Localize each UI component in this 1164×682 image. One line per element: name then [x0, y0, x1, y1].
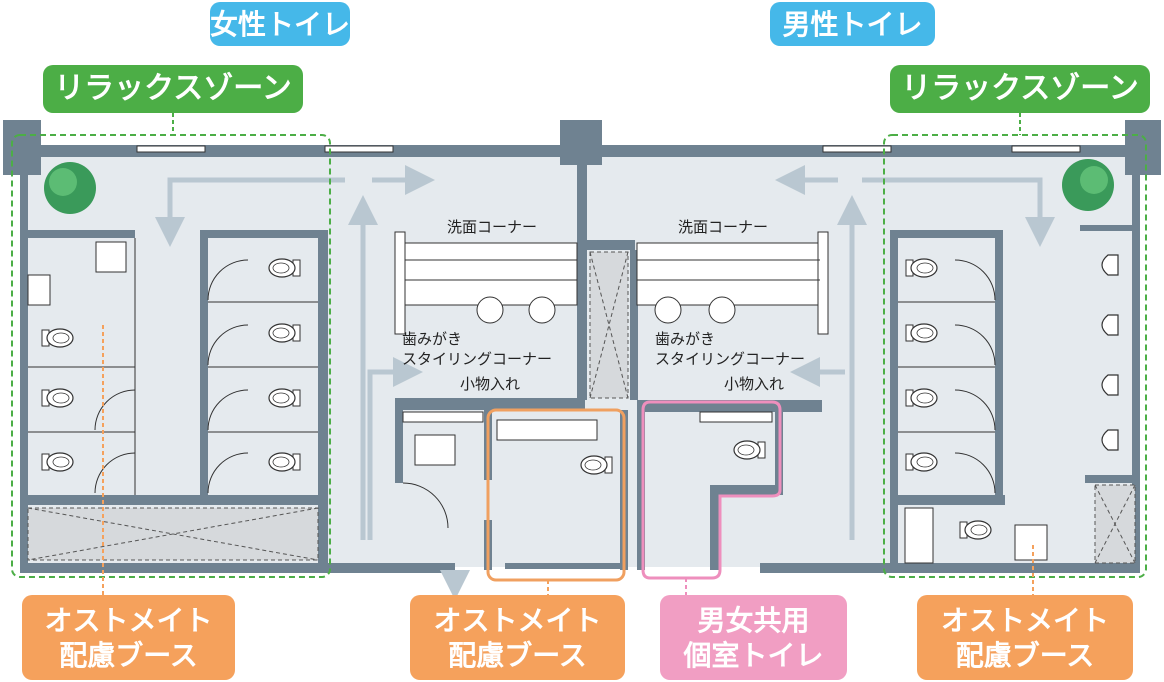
plant-icon — [1062, 159, 1114, 211]
ostomate-booth-label-center: オストメイト配慮ブース — [410, 595, 625, 680]
wash-corner-label-right: 洗面コーナー — [678, 218, 769, 236]
unisex-toilet-area — [641, 400, 782, 580]
relax-zone-left — [11, 134, 331, 578]
relax-zone-label-right: リラックスゾーン — [890, 65, 1150, 113]
relax-zone-label-left: リラックスゾーン — [43, 65, 303, 113]
brushing-corner-label-right: 歯みがきスタイリングコーナー — [655, 330, 806, 368]
men-toilet-label: 男性トイレ — [770, 2, 935, 46]
unisex-toilet-label: 男女共用個室トイレ — [660, 595, 847, 680]
flow-arrows — [155, 165, 1055, 600]
relax-zone-right — [883, 134, 1147, 578]
ostomate-booth-label-left: オストメイト配慮ブース — [22, 595, 235, 680]
brushing-corner-label-left: 歯みがきスタイリングコーナー — [402, 330, 553, 368]
wash-corner-label-left: 洗面コーナー — [447, 218, 538, 236]
ostomate-booth-label-right: オストメイト配慮ブース — [917, 595, 1133, 680]
plant-icon — [44, 162, 96, 214]
storage-label-right: 小物入れ — [724, 375, 785, 393]
storage-label-left: 小物入れ — [460, 375, 521, 393]
wash-counters — [27, 231, 1048, 564]
ostomate-booth-center — [486, 408, 626, 582]
women-toilet-label: 女性トイレ — [210, 2, 350, 46]
